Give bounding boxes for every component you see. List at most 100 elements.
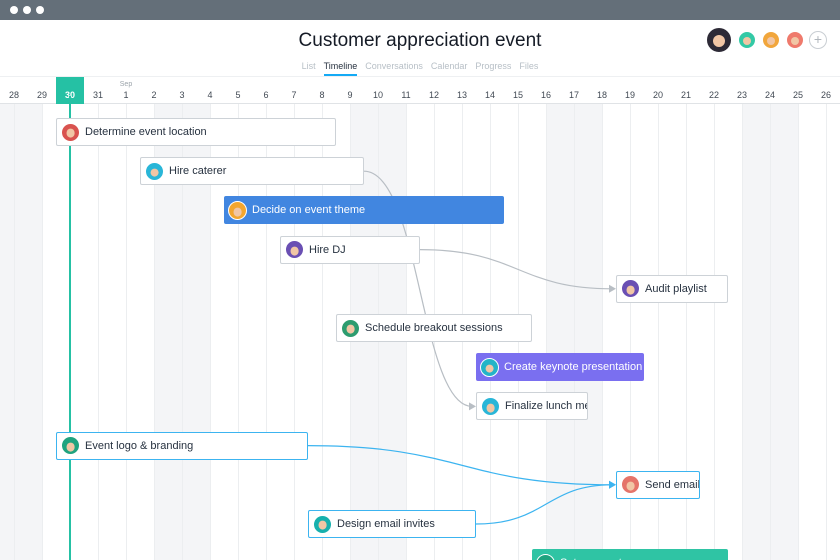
date-column: 11 bbox=[392, 77, 420, 105]
date-number: 13 bbox=[456, 90, 467, 100]
date-column: 19 bbox=[616, 77, 644, 105]
dependency-link bbox=[419, 249, 613, 290]
avatar-face-icon bbox=[485, 364, 494, 373]
grid-line bbox=[602, 104, 603, 560]
month-label: Sep bbox=[119, 81, 133, 88]
window-titlebar bbox=[0, 0, 840, 20]
grid-line bbox=[714, 104, 715, 560]
avatar-face-icon bbox=[290, 246, 299, 256]
dependency-arrow-icon bbox=[609, 480, 616, 489]
tab-list[interactable]: List bbox=[301, 61, 316, 71]
task-bar[interactable]: Hire DJ bbox=[280, 235, 420, 264]
task-label: Audit playlist bbox=[645, 282, 707, 295]
date-number: 4 bbox=[207, 90, 213, 100]
dependency-arrow-icon bbox=[609, 284, 616, 293]
project-title: Customer appreciation event bbox=[298, 30, 542, 51]
avatar-face-icon bbox=[66, 442, 75, 452]
date-number: 26 bbox=[820, 90, 831, 100]
assignee-avatar[interactable] bbox=[480, 357, 499, 377]
member-avatar[interactable] bbox=[705, 26, 733, 54]
date-column: 17 bbox=[560, 77, 588, 105]
task-bar[interactable]: Audit playlist bbox=[616, 274, 728, 303]
assignee-avatar[interactable] bbox=[621, 475, 640, 495]
task-bar[interactable]: Set up event space bbox=[532, 549, 728, 560]
grid-line bbox=[658, 104, 659, 560]
avatar-face-icon bbox=[713, 35, 725, 48]
date-column: 13 bbox=[448, 77, 476, 105]
task-bar[interactable]: Hire caterer bbox=[140, 157, 364, 186]
grid-line bbox=[322, 104, 323, 560]
today-marker-line bbox=[69, 96, 71, 560]
assignee-avatar[interactable] bbox=[61, 122, 80, 142]
task-bar[interactable]: Create keynote presentation bbox=[476, 353, 644, 382]
task-label: Schedule breakout sessions bbox=[365, 322, 503, 334]
date-number: 24 bbox=[764, 90, 775, 100]
window-maximize-dot[interactable] bbox=[36, 6, 44, 14]
assignee-avatar[interactable] bbox=[285, 240, 304, 260]
date-number: 22 bbox=[708, 90, 719, 100]
task-label: Create keynote presentation bbox=[504, 361, 643, 374]
tab-timeline[interactable]: Timeline bbox=[323, 61, 358, 76]
member-avatar[interactable] bbox=[785, 30, 805, 50]
avatar-face-icon bbox=[66, 128, 75, 138]
weekend-band bbox=[0, 104, 42, 560]
date-number: 28 bbox=[8, 90, 19, 100]
project-tabs: List Timeline Conversations Calendar Progres… bbox=[0, 61, 840, 76]
assignee-avatar[interactable] bbox=[61, 436, 80, 456]
date-number: 1 bbox=[123, 90, 129, 100]
avatar-face-icon bbox=[626, 481, 635, 491]
tab-conversations[interactable]: Conversations bbox=[365, 61, 423, 71]
assignee-avatar[interactable] bbox=[145, 161, 164, 181]
assignee-avatar[interactable] bbox=[621, 279, 640, 299]
date-number: 20 bbox=[652, 90, 663, 100]
task-label: Finalize lunch menu bbox=[505, 400, 587, 413]
task-bar[interactable]: Event logo & branding bbox=[56, 431, 308, 460]
task-bar[interactable]: Send email invites bbox=[616, 470, 700, 499]
grid-line bbox=[686, 104, 687, 560]
dependency-link bbox=[475, 484, 613, 525]
window-close-dot[interactable] bbox=[10, 6, 18, 14]
task-label: Event logo & branding bbox=[85, 439, 194, 452]
dependency-link bbox=[307, 445, 613, 486]
avatar-face-icon bbox=[626, 285, 635, 295]
date-column: 12 bbox=[420, 77, 448, 105]
date-number: 3 bbox=[179, 90, 185, 100]
assignee-avatar[interactable] bbox=[536, 553, 555, 560]
date-column: 7 bbox=[280, 77, 308, 105]
assignee-avatar[interactable] bbox=[481, 396, 500, 416]
assignee-avatar[interactable] bbox=[341, 318, 360, 338]
date-column: 2 bbox=[140, 77, 168, 105]
date-number: 15 bbox=[512, 90, 523, 100]
date-column: 28 bbox=[0, 77, 28, 105]
date-column: 26 bbox=[812, 77, 840, 105]
date-number: 12 bbox=[428, 90, 439, 100]
date-number: 19 bbox=[624, 90, 635, 100]
date-number: 11 bbox=[401, 90, 411, 100]
date-column: 29 bbox=[28, 77, 56, 105]
add-member-button[interactable]: + bbox=[809, 31, 827, 49]
tab-files[interactable]: Files bbox=[519, 61, 539, 71]
tab-calendar[interactable]: Calendar bbox=[430, 61, 468, 71]
tab-progress[interactable]: Progress bbox=[475, 61, 512, 71]
task-label: Determine event location bbox=[85, 126, 207, 138]
date-column: 24 bbox=[756, 77, 784, 105]
date-number: 30 bbox=[64, 90, 75, 100]
window-minimize-dot[interactable] bbox=[23, 6, 31, 14]
task-bar[interactable]: Determine event location bbox=[56, 118, 336, 146]
grid-line bbox=[798, 104, 799, 560]
assignee-avatar[interactable] bbox=[313, 514, 332, 534]
task-bar[interactable]: Finalize lunch menu bbox=[476, 392, 588, 421]
task-bar[interactable]: Schedule breakout sessions bbox=[336, 314, 532, 342]
date-column: 21 bbox=[672, 77, 700, 105]
assignee-avatar[interactable] bbox=[228, 200, 247, 220]
member-avatar[interactable] bbox=[761, 30, 781, 50]
member-avatar[interactable] bbox=[737, 30, 757, 50]
task-bar[interactable]: Decide on event theme bbox=[224, 196, 504, 225]
grid-line bbox=[210, 104, 211, 560]
date-number: 5 bbox=[235, 90, 241, 100]
date-number: 25 bbox=[792, 90, 803, 100]
date-number: 23 bbox=[736, 90, 747, 100]
date-column: 23 bbox=[728, 77, 756, 105]
task-bar[interactable]: Design email invites bbox=[308, 510, 476, 538]
